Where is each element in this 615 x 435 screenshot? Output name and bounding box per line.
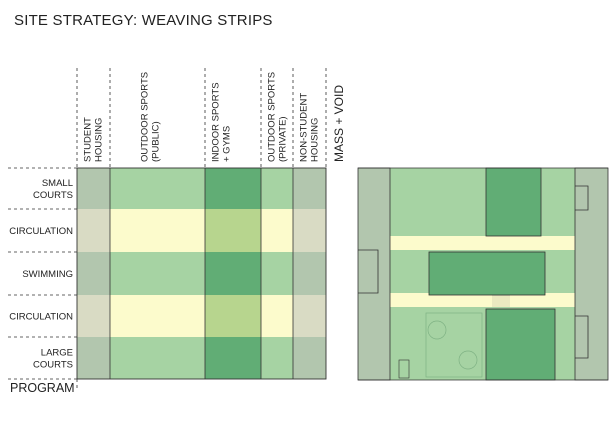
cell-circulation-2-outdoor-private bbox=[261, 295, 293, 337]
plan-circulation-band-upper bbox=[358, 236, 608, 250]
column-label-student-housing: STUDENTHOUSING bbox=[83, 117, 105, 162]
row-label-circulation-1: CIRCULATION bbox=[9, 226, 73, 237]
cell-circulation-2-student-housing bbox=[77, 295, 110, 337]
cell-small-courts-outdoor-public bbox=[110, 168, 205, 209]
cell-swimming-student-housing bbox=[77, 252, 110, 295]
plan-circulation-band-lower bbox=[358, 293, 608, 307]
plan-student-housing-notch bbox=[358, 249, 379, 294]
column-label-non-student-housing: NON-STUDENTHOUSING bbox=[299, 93, 321, 162]
matrix-outline bbox=[76, 167, 327, 380]
cell-circulation-2-non-student-housing bbox=[293, 295, 326, 337]
cell-small-courts-indoor-gyms bbox=[205, 168, 261, 209]
page-title: SITE STRATEGY: WEAVING STRIPS bbox=[14, 12, 273, 29]
cell-small-courts-outdoor-private bbox=[261, 168, 293, 209]
cell-large-courts-outdoor-private bbox=[261, 337, 293, 379]
plan-housing-notch-bottom bbox=[575, 315, 589, 359]
row-label-circulation-2: CIRCULATION bbox=[9, 312, 73, 323]
mass-void-label: MASS + VOID bbox=[332, 85, 346, 162]
program-label: PROGRAM bbox=[10, 381, 75, 395]
plan-housing-notch-top bbox=[575, 185, 589, 211]
cell-swimming-indoor-gyms bbox=[205, 252, 261, 295]
cell-large-courts-indoor-gyms bbox=[205, 337, 261, 379]
cell-swimming-outdoor-public bbox=[110, 252, 205, 295]
cell-circulation-2-indoor-gyms bbox=[205, 295, 261, 337]
plan-court-outline bbox=[425, 312, 483, 378]
row-label-swimming: SWIMMING bbox=[22, 269, 73, 280]
cell-large-courts-student-housing bbox=[77, 337, 110, 379]
cell-small-courts-student-housing bbox=[77, 168, 110, 209]
column-label-indoor-gyms: INDOOR SPORTS+ GYMS bbox=[211, 82, 233, 162]
plan-entry-marker bbox=[398, 359, 410, 379]
cell-small-courts-non-student-housing bbox=[293, 168, 326, 209]
cell-circulation-1-outdoor-public bbox=[110, 209, 205, 252]
plan-court-marking bbox=[458, 350, 478, 370]
plan-swimming-block bbox=[428, 251, 546, 296]
cell-circulation-1-indoor-gyms bbox=[205, 209, 261, 252]
matrix-gridlines bbox=[8, 68, 327, 388]
plan-student-housing-bar bbox=[357, 167, 391, 381]
cell-circulation-1-non-student-housing bbox=[293, 209, 326, 252]
site-plan-shapes bbox=[357, 167, 609, 381]
cell-swimming-non-student-housing bbox=[293, 252, 326, 295]
plan-non-student-housing-bar bbox=[574, 167, 609, 381]
cell-large-courts-outdoor-public bbox=[110, 337, 205, 379]
plan-gym-block-top bbox=[485, 167, 542, 237]
cell-circulation-1-outdoor-private bbox=[261, 209, 293, 252]
column-label-outdoor-private: OUTDOOR SPORTS(PRIVATE) bbox=[267, 72, 289, 162]
column-label-outdoor-public: OUTDOOR SPORTS(PUBLIC) bbox=[140, 72, 162, 162]
cell-large-courts-non-student-housing bbox=[293, 337, 326, 379]
cell-circulation-2-outdoor-public bbox=[110, 295, 205, 337]
cell-circulation-1-student-housing bbox=[77, 209, 110, 252]
matrix-labels: STUDENTHOUSING OUTDOOR SPORTS(PUBLIC) INDO… bbox=[9, 72, 346, 395]
matrix-cells bbox=[77, 168, 326, 379]
cell-swimming-outdoor-private bbox=[261, 252, 293, 295]
plan-court-marking bbox=[427, 320, 447, 340]
plan-gym-block-bottom bbox=[485, 308, 556, 381]
